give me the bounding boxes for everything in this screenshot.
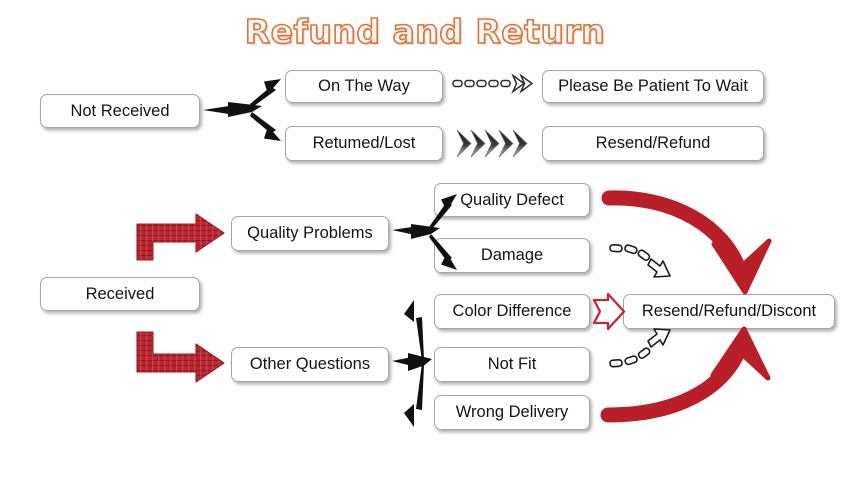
node-on-the-way[interactable]: On The Way [285,70,443,103]
dashed-outline-straight-arrow-icon [452,73,534,94]
page-title: Refund and Return [244,11,606,52]
node-resend-refund[interactable]: Resend/Refund [542,126,764,161]
chevron-series-arrow-icon [456,129,528,158]
split-other-questions-icon [392,300,432,427]
node-damage[interactable]: Damage [434,238,590,273]
node-other-questions[interactable]: Other Questions [231,347,389,382]
red-curve-down-arrow-icon [601,190,772,295]
node-color-difference[interactable]: Color Difference [434,294,590,329]
dashed-outline-curve-up-arrow-icon [609,328,671,368]
red-hollow-arrow-icon [592,292,626,331]
node-not-fit[interactable]: Not Fit [434,347,590,382]
node-received[interactable]: Received [40,277,200,311]
node-not-received[interactable]: Not Received [40,94,200,128]
node-quality-problems[interactable]: Quality Problems [231,216,389,251]
node-please-be-patient-to-wait[interactable]: Please Be Patient To Wait [542,70,764,103]
red-curve-up-arrow-icon [600,326,771,423]
red-elbow-arrow-other-icon [136,331,225,383]
red-elbow-arrow-quality-icon [136,213,225,261]
dashed-outline-curve-down-arrow-icon [609,243,671,278]
node-returned-lost[interactable]: Retumed/Lost [285,126,443,161]
node-quality-defect[interactable]: Quality Defect [434,183,590,217]
node-resend-refund-discont[interactable]: Resend/Refund/Discont [623,294,835,329]
node-wrong-delivery[interactable]: Wrong Delivery [434,395,590,430]
split-not-received-icon [203,79,281,141]
